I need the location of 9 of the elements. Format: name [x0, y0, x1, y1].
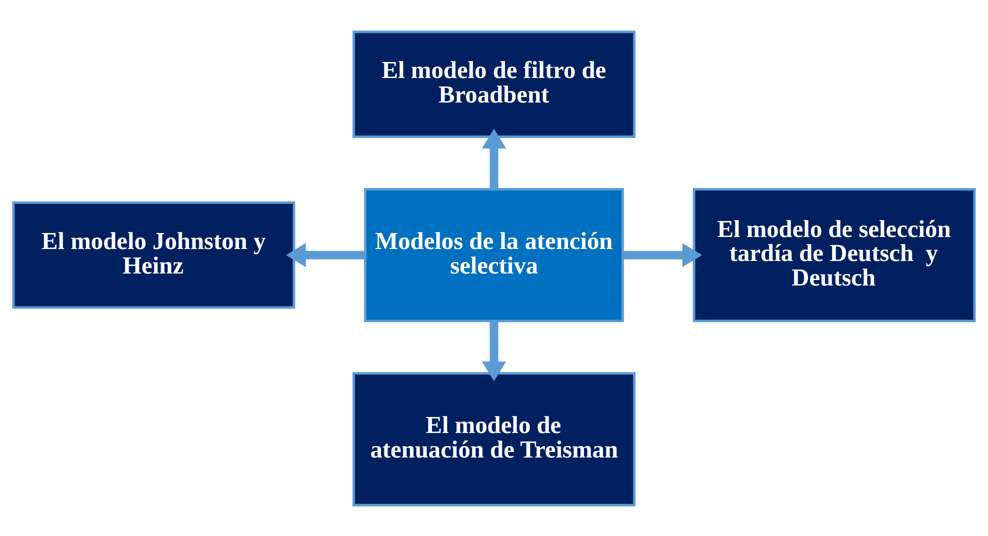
arrow	[286, 242, 366, 267]
node-box: El modelo Johnston y Heinz	[12, 200, 296, 308]
node-box: Modelos de la atención selectiva	[364, 188, 624, 322]
node-box: El modelo de atenuación de Treisman	[352, 372, 636, 506]
node-box: El modelo de selección tardía de Deutsch y Deutsch	[692, 188, 976, 322]
node-box: El modelo de filtro de Broadbent	[352, 30, 636, 138]
arrow	[622, 242, 702, 267]
arrow	[482, 128, 506, 189]
arrow	[482, 320, 506, 381]
